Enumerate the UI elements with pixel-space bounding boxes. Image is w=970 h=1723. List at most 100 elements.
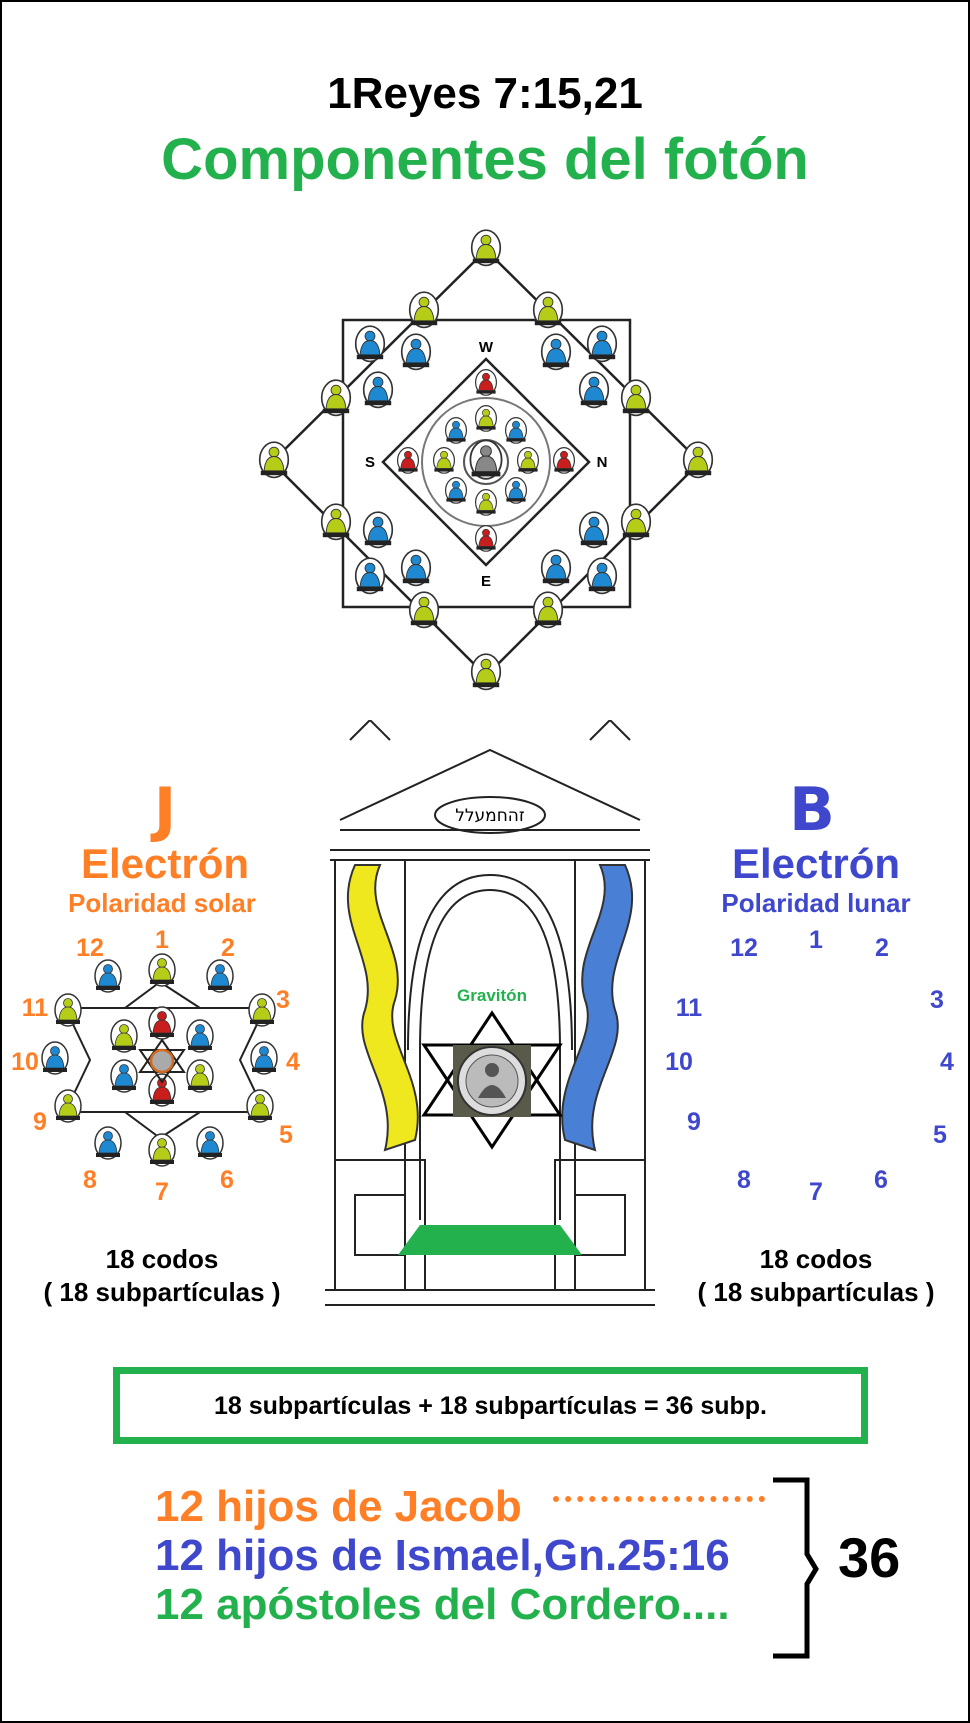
- buddha-figure-icon: [148, 1073, 176, 1107]
- buddha-figure-icon: [110, 1019, 138, 1053]
- gate-pediment: [339, 748, 641, 821]
- equation-box: 18 subpartículas + 18 subpartículas = 36…: [113, 1367, 868, 1444]
- buddha-figure-icon: [586, 325, 618, 363]
- buddha-figure-icon: [444, 476, 468, 504]
- group-apostles: 12 apóstoles del Cordero....: [155, 1580, 730, 1629]
- buddha-figure-icon: [578, 371, 610, 409]
- direction-west: W: [479, 339, 494, 356]
- left-number-9: 9: [33, 1108, 47, 1136]
- arch: [419, 888, 561, 1051]
- buddha-figure-icon: [504, 416, 528, 444]
- left-number-12: 12: [76, 934, 104, 962]
- buddha-figure-icon: [94, 1126, 122, 1160]
- buddha-figure-icon: [110, 1059, 138, 1093]
- buddha-figure-icon: [474, 404, 498, 432]
- buddha-figure-icon: [540, 333, 572, 371]
- buddha-figure-icon: [354, 557, 386, 595]
- jachin-letter: J: [153, 775, 177, 845]
- group-jacob: 12 hijos de Jacob: [155, 1482, 522, 1531]
- right-number-10: 10: [665, 1048, 693, 1076]
- buddha-figure-icon: [469, 439, 503, 480]
- buddha-figure-icon: [552, 446, 576, 474]
- right-number-12: 12: [730, 934, 758, 962]
- star-of-david-icon: [138, 1038, 186, 1084]
- buddha-figure-icon: [320, 379, 352, 417]
- buddha-figure-icon: [54, 993, 82, 1027]
- buddha-figure-icon: [532, 291, 564, 329]
- buddha-figure-icon: [400, 549, 432, 587]
- buddha-figure-icon: [474, 368, 498, 396]
- brace-bracket: [773, 1477, 819, 1659]
- right-number-6: 6: [874, 1166, 888, 1194]
- left-number-3: 3: [276, 986, 290, 1014]
- buddha-figure-icon: [250, 1041, 278, 1075]
- right-number-4: 4: [940, 1048, 954, 1076]
- boaz-letter: B: [789, 775, 835, 845]
- left-number-2: 2: [221, 934, 235, 962]
- jachin-yellow-pillar-wrap: [346, 864, 419, 1152]
- left-number-1: 1: [155, 926, 169, 954]
- buddha-figure-icon: [396, 446, 420, 474]
- buddha-figure-icon: [540, 549, 572, 587]
- buddha-figure-icon: [444, 416, 468, 444]
- buddha-figure-icon: [354, 325, 386, 363]
- right-particle-label: Electrón: [731, 840, 901, 887]
- right-number-5: 5: [933, 1121, 947, 1149]
- right-number-7: 7: [809, 1178, 823, 1206]
- buddha-figure-icon: [400, 333, 432, 371]
- buddha-icon: [478, 1085, 506, 1098]
- buddha-figure-icon: [504, 476, 528, 504]
- buddha-figure-icon: [682, 441, 714, 479]
- buddha-figure-icon: [196, 1126, 224, 1160]
- left-number-6: 6: [220, 1166, 234, 1194]
- page-title: Componentes del fotón: [161, 127, 809, 192]
- left-number-10: 10: [11, 1048, 39, 1076]
- direction-south: S: [365, 454, 375, 471]
- direction-north: N: [597, 454, 608, 471]
- right-number-11: 11: [675, 994, 703, 1022]
- left-particle-label: Electrón: [80, 840, 250, 887]
- buddha-figure-icon: [186, 1059, 214, 1093]
- left-polarity-label: Polaridad solar: [68, 888, 256, 918]
- boaz-blue-pillar-wrap: [561, 864, 634, 1152]
- left-subparticles-label: ( 18 subpartículas ): [43, 1277, 281, 1307]
- scripture-reference: 1Reyes 7:15,21: [327, 69, 643, 118]
- right-number-9: 9: [687, 1108, 701, 1136]
- left-number-8: 8: [83, 1166, 97, 1194]
- buddha-figure-icon: [586, 557, 618, 595]
- buddha-figure-icon: [470, 653, 502, 691]
- buddha-figure-icon: [432, 446, 456, 474]
- temple-gate: זהחמעלל Gravitón: [325, 720, 655, 1306]
- buddha-figure-icon: [474, 524, 498, 552]
- right-number-2: 2: [875, 934, 889, 962]
- buddha-figure-icon: [148, 1006, 176, 1040]
- direction-east: E: [481, 573, 491, 590]
- left-number-7: 7: [155, 1178, 169, 1206]
- total-count: 36: [838, 1526, 901, 1589]
- buddha-figure-icon: [186, 1019, 214, 1053]
- buddha-figure-icon: [474, 488, 498, 516]
- mandala-diagram: W S N E: [258, 229, 714, 691]
- buddha-figure-icon: [54, 1089, 82, 1123]
- buddha-figure-icon: [362, 371, 394, 409]
- left-electron-diagram: [41, 953, 278, 1167]
- buddha-figure-icon: [246, 1089, 274, 1123]
- green-floor: [398, 1225, 582, 1255]
- buddha-figure-icon: [362, 511, 394, 549]
- buddha-figure-icon: [258, 441, 290, 479]
- right-number-8: 8: [737, 1166, 751, 1194]
- mandala-outer-square: [341, 318, 632, 609]
- buddha-figure-icon: [620, 503, 652, 541]
- dotted-leader: [553, 1496, 765, 1502]
- buddha-figure-icon: [470, 229, 502, 267]
- buddha-figure-icon: [578, 511, 610, 549]
- group-ismael: 12 hijos de Ismael,Gn.25:16: [155, 1531, 730, 1580]
- equation-text: 18 subpartículas + 18 subpartículas = 36…: [213, 1391, 767, 1420]
- buddha-figure-icon: [94, 959, 122, 993]
- buddha-figure-icon: [206, 959, 234, 993]
- buddha-figure-icon: [408, 291, 440, 329]
- graviton-label: Gravitón: [457, 986, 527, 1005]
- right-polarity-label: Polaridad lunar: [721, 888, 911, 918]
- hebrew-inscription: זהחמעלל: [455, 806, 525, 826]
